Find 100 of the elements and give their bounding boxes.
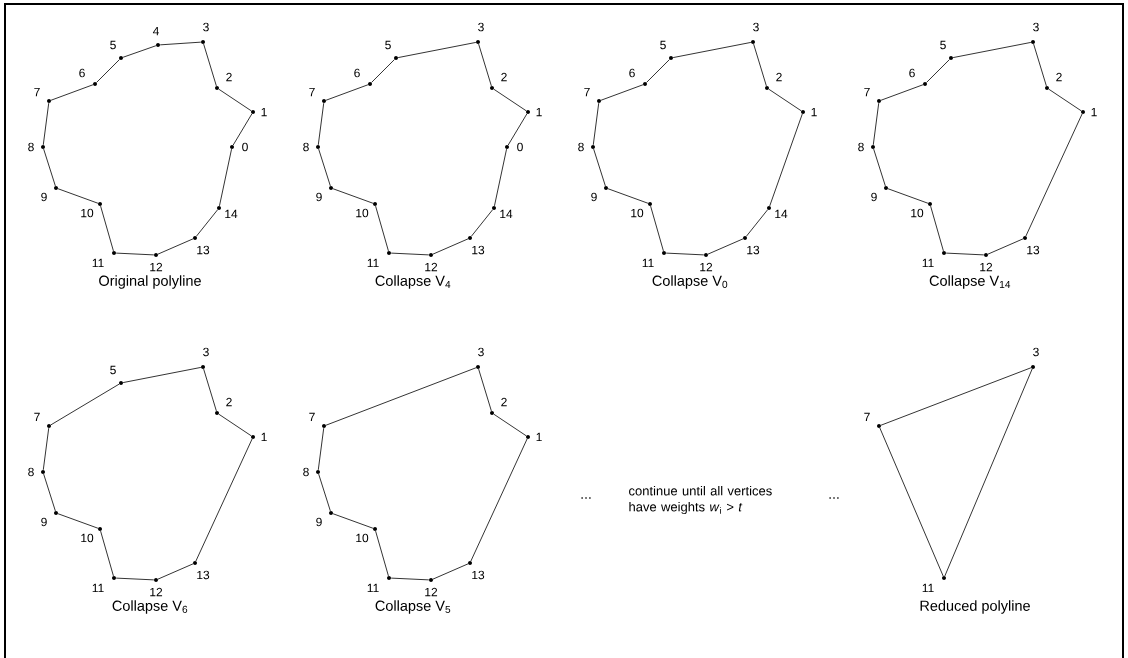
vertex-label: 12 [700,262,713,272]
vertex-label: 4 [152,26,159,36]
vertex-label: 3 [203,347,209,357]
vertex-label: 14 [225,209,238,219]
vertex-label: 6 [79,68,85,78]
polyline-segment [493,413,527,437]
vertex-label: 10 [81,208,94,218]
vertex-label: 13 [472,570,485,580]
vertex-label: 7 [864,412,870,422]
polyline-segment [665,252,705,256]
polyline-segment [987,238,1024,255]
polyline-segment [50,383,120,426]
vertex-label: 11 [922,583,934,593]
polyline-segment [371,59,395,83]
panel-caption: Collapse V$_{0}$ [652,275,728,289]
vertex-label: 8 [858,142,864,152]
polyline-segment [768,88,802,112]
polyline-segment [232,113,253,146]
polyline-segment [880,84,924,101]
polyline-segment [332,513,374,529]
vertex-label: 14 [500,209,513,219]
polyline-segment [945,252,985,256]
polyline-segment [494,148,507,207]
polyline-segment [122,45,157,58]
vertex-label: 5 [940,40,946,50]
polyline-segment [122,367,202,383]
vertex-label: 10 [81,533,94,543]
polyline-segment [390,577,430,581]
vertex-label: 12 [150,262,163,272]
vertex-label: 8 [28,142,34,152]
vertex-label: 1 [536,107,542,117]
vertex-label: 9 [316,192,322,202]
vertex-label: 8 [578,142,584,152]
polyline-segment [672,42,752,58]
vertex-label: 10 [911,208,924,218]
polyline-segment [218,413,252,437]
polyline-segment [157,238,194,255]
polyline-segment [478,368,492,412]
polyline-segment [100,530,114,577]
panel-caption: Reduced polyline [920,600,1030,614]
polyline-segment [317,427,325,471]
polyline-segment [115,577,155,581]
vertex-label: 11 [367,258,379,268]
polyline-segment [769,113,803,207]
panel-caption: Collapse V$_{4}$ [375,275,451,289]
polyline-segment [930,205,944,252]
vertex-label: 13 [197,570,210,580]
vertex-label: 1 [261,432,267,442]
polyline-segment [872,102,880,146]
vertex-label: 11 [92,583,104,593]
note: continue until all vertices have weights w$_{i}$ > t [629,485,772,515]
polyline-segment [873,148,886,187]
vertex-label: 10 [356,533,369,543]
vertex-label: 1 [261,107,267,117]
polyline-segment [470,438,528,562]
vertex-label: 3 [478,347,484,357]
vertex-label: 10 [356,208,369,218]
polyline-segment [753,43,767,87]
ellipsis: ... [829,497,839,499]
vertex-label: 2 [501,397,507,407]
polyline-segment [607,188,649,204]
vertex-label: 9 [591,192,597,202]
polyline-segment [42,427,50,471]
vertex-label: 2 [776,72,782,82]
vertex-label: 0 [242,142,248,152]
polyline-segment [325,367,477,426]
vertex-label: 7 [309,412,315,422]
polyline-segment [100,205,114,252]
polyline-segment [926,59,950,83]
polyline-segment [115,252,155,256]
vertex-label: 7 [309,87,315,97]
polyline-segment [432,238,469,255]
vertex-label: 9 [41,517,47,527]
polyline-segment [317,102,325,146]
vertex-label: 3 [1033,22,1039,32]
polyline-segment [159,41,202,46]
polyline-segment [397,42,477,58]
vertex-label: 11 [367,583,379,593]
vertex-label: 2 [226,397,232,407]
vertex-label: 12 [425,587,438,597]
polyline-segment [600,84,644,101]
polyline-segment [332,188,374,204]
vertex-label: 3 [478,22,484,32]
vertex-label: 7 [584,87,590,97]
polyline-segment [432,563,469,580]
vertex-label: 3 [203,22,209,32]
vertex-label: 1 [536,432,542,442]
vertex-label: 5 [660,40,666,50]
panel-caption: Collapse V$_{14}$ [929,275,1011,289]
polyline-segment [43,148,56,187]
vertex-label: 2 [226,72,232,82]
vertex-label: 5 [110,365,116,375]
polyline-segment [507,113,528,146]
polyline-segment [318,148,331,187]
vertex-label: 12 [425,262,438,272]
vertex-label: 7 [864,87,870,97]
vertex-label: 12 [150,587,163,597]
vertex-label: 9 [871,192,877,202]
polyline-segment [880,367,1032,426]
polyline-segment [96,59,120,83]
